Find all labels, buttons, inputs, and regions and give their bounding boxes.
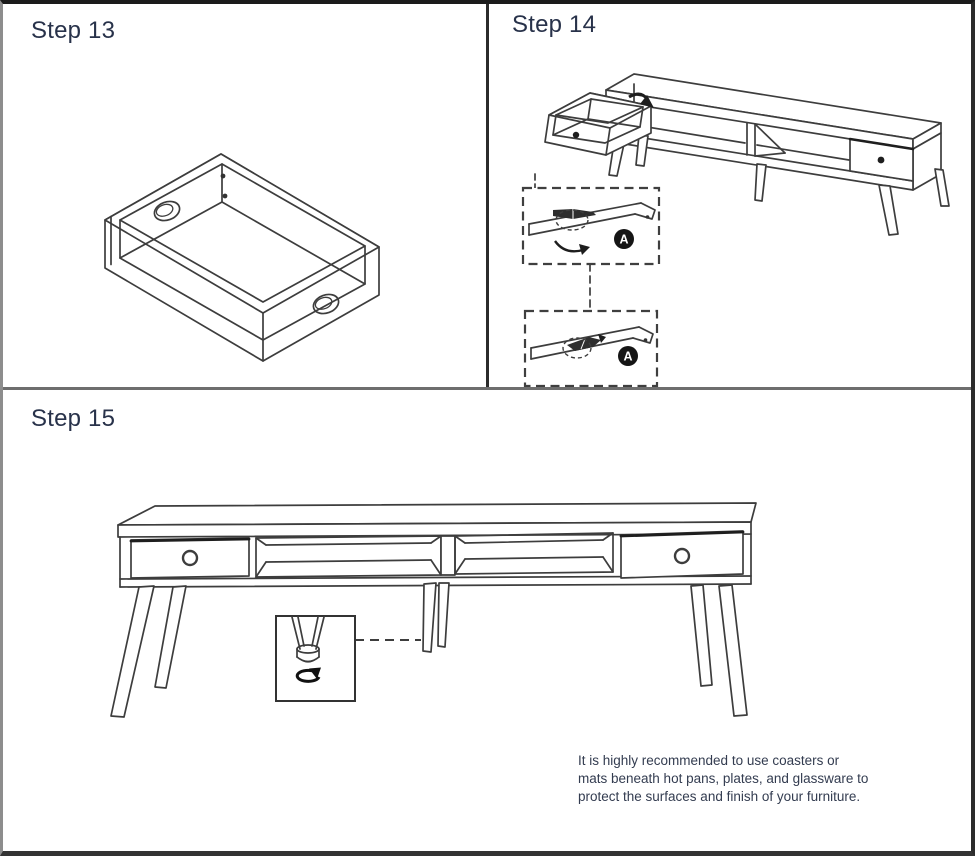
step-15-panel: Step 15 [3,390,971,851]
tv-stand-assembly-diagram: A A [521,73,950,387]
drawer-slide-hole-back [153,200,181,222]
step-14-title: Step 14 [512,11,597,38]
cam-lock-lever [567,337,601,351]
drawer-box-drawing [104,153,380,362]
drawer-knob [877,156,885,164]
step-13-title: Step 13 [31,17,116,44]
drawer-knob [673,547,691,565]
drawer-knob [572,131,580,139]
screw-hole-dot [220,173,226,179]
rotate-arrow-icon [554,240,590,255]
drawer-slide-hole-front [312,293,340,315]
drawer-box-diagram [104,153,380,362]
drawer-knob [181,549,199,567]
part-a-badge [618,346,638,366]
leg-detail-callout [275,615,421,702]
hardware-detail-box-locked: A [523,309,659,387]
hardware-detail-box-unlocked: A [521,186,661,266]
part-a-label: A [619,233,628,247]
step-15-title: Step 15 [31,405,116,432]
part-a-badge [614,229,634,249]
step-13-panel: Step 13 [3,4,486,387]
rotation-arrow-icon [295,667,321,683]
tv-stand-front-drawing [110,502,757,718]
part-a-label: A [623,350,632,364]
care-note-text: It is highly recommended to use coasters… [578,753,869,804]
insert-arrow-icon [628,92,654,108]
screw-hole-dot [222,193,228,199]
tv-stand-front-diagram [110,502,757,718]
tv-stand-isometric-drawing [605,73,950,236]
step-14-panel: Step 14 [489,4,971,387]
panel-divider-horizontal [3,387,971,390]
floating-drawer [544,92,652,156]
panel-divider-vertical [486,4,489,387]
cam-lock-lever [553,209,596,219]
